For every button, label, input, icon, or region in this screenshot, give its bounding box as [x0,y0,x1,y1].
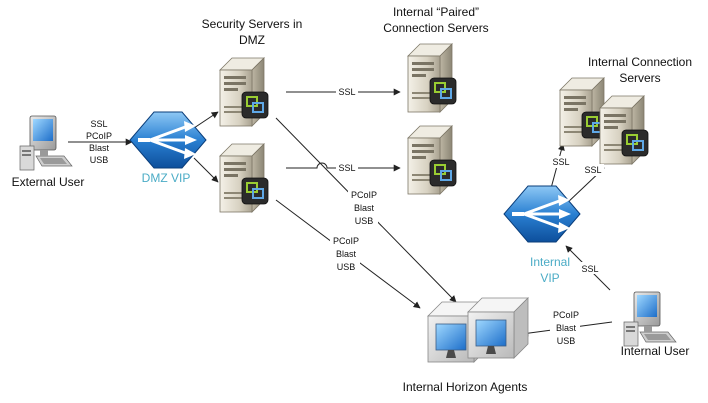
internal-vip-load-balancer-icon [502,184,582,244]
ext-proto-pcoip: PCoIP [86,131,112,141]
line-vip-to-security-server-2 [193,157,219,183]
line-vip-to-security-server-1 [193,111,219,129]
int-user-vip-ssl: SSL [581,264,598,274]
dmz-vip-label: DMZ VIP [142,171,191,185]
ss2-agent-blast: Blast [336,249,357,259]
paired-connection-server-2-icon [407,125,457,195]
dmz-vip-load-balancer-icon [128,110,208,170]
int-vip-cs2-ssl: SSL [584,165,601,175]
security-server-2-icon [219,143,269,213]
security-servers-title: Security Servers in [202,17,303,31]
internal-vip-label: Internal [530,255,570,269]
paired-connection-server-1-icon [407,43,457,113]
ss1-agent-pcoip: PCoIP [351,190,377,200]
ss2-paired-ssl: SSL [338,163,355,173]
security-servers-title-2: DMZ [239,33,265,47]
ss2-agent-usb: USB [337,262,356,272]
ss1-agent-blast: Blast [354,203,375,213]
internal-conn-servers-title: Internal Connection [588,55,692,69]
paired-servers-title-2: Connection Servers [383,21,488,35]
ss2-agent-pcoip: PCoIP [333,236,359,246]
internal-connection-server-2-icon [599,95,649,165]
internal-conn-servers-title-2: Servers [619,71,660,85]
security-server-1-icon [219,57,269,127]
ext-proto-usb: USB [90,155,109,165]
internal-user-workstation-icon [623,291,677,347]
horizon-agent-2-virtual-desktop-icon [467,297,529,359]
ss1-agent-usb: USB [355,216,374,226]
external-user-workstation-icon [19,115,73,171]
horizon-agents-label: Internal Horizon Agents [403,380,528,394]
ext-proto-ssl: SSL [90,119,107,129]
ext-proto-blast: Blast [89,143,110,153]
external-user-label: External User [12,175,85,189]
int-agent-blast: Blast [556,323,577,333]
int-vip-cs1-ssl: SSL [552,157,569,167]
line-ss2-to-paired-server-2 [286,162,401,172]
ss1-paired-ssl: SSL [338,87,355,97]
int-agent-usb: USB [557,336,576,346]
internal-user-label: Internal User [621,344,690,358]
paired-servers-title: Internal “Paired” [393,5,479,19]
int-agent-pcoip: PCoIP [553,310,579,320]
internal-vip-label-2: VIP [540,271,559,285]
